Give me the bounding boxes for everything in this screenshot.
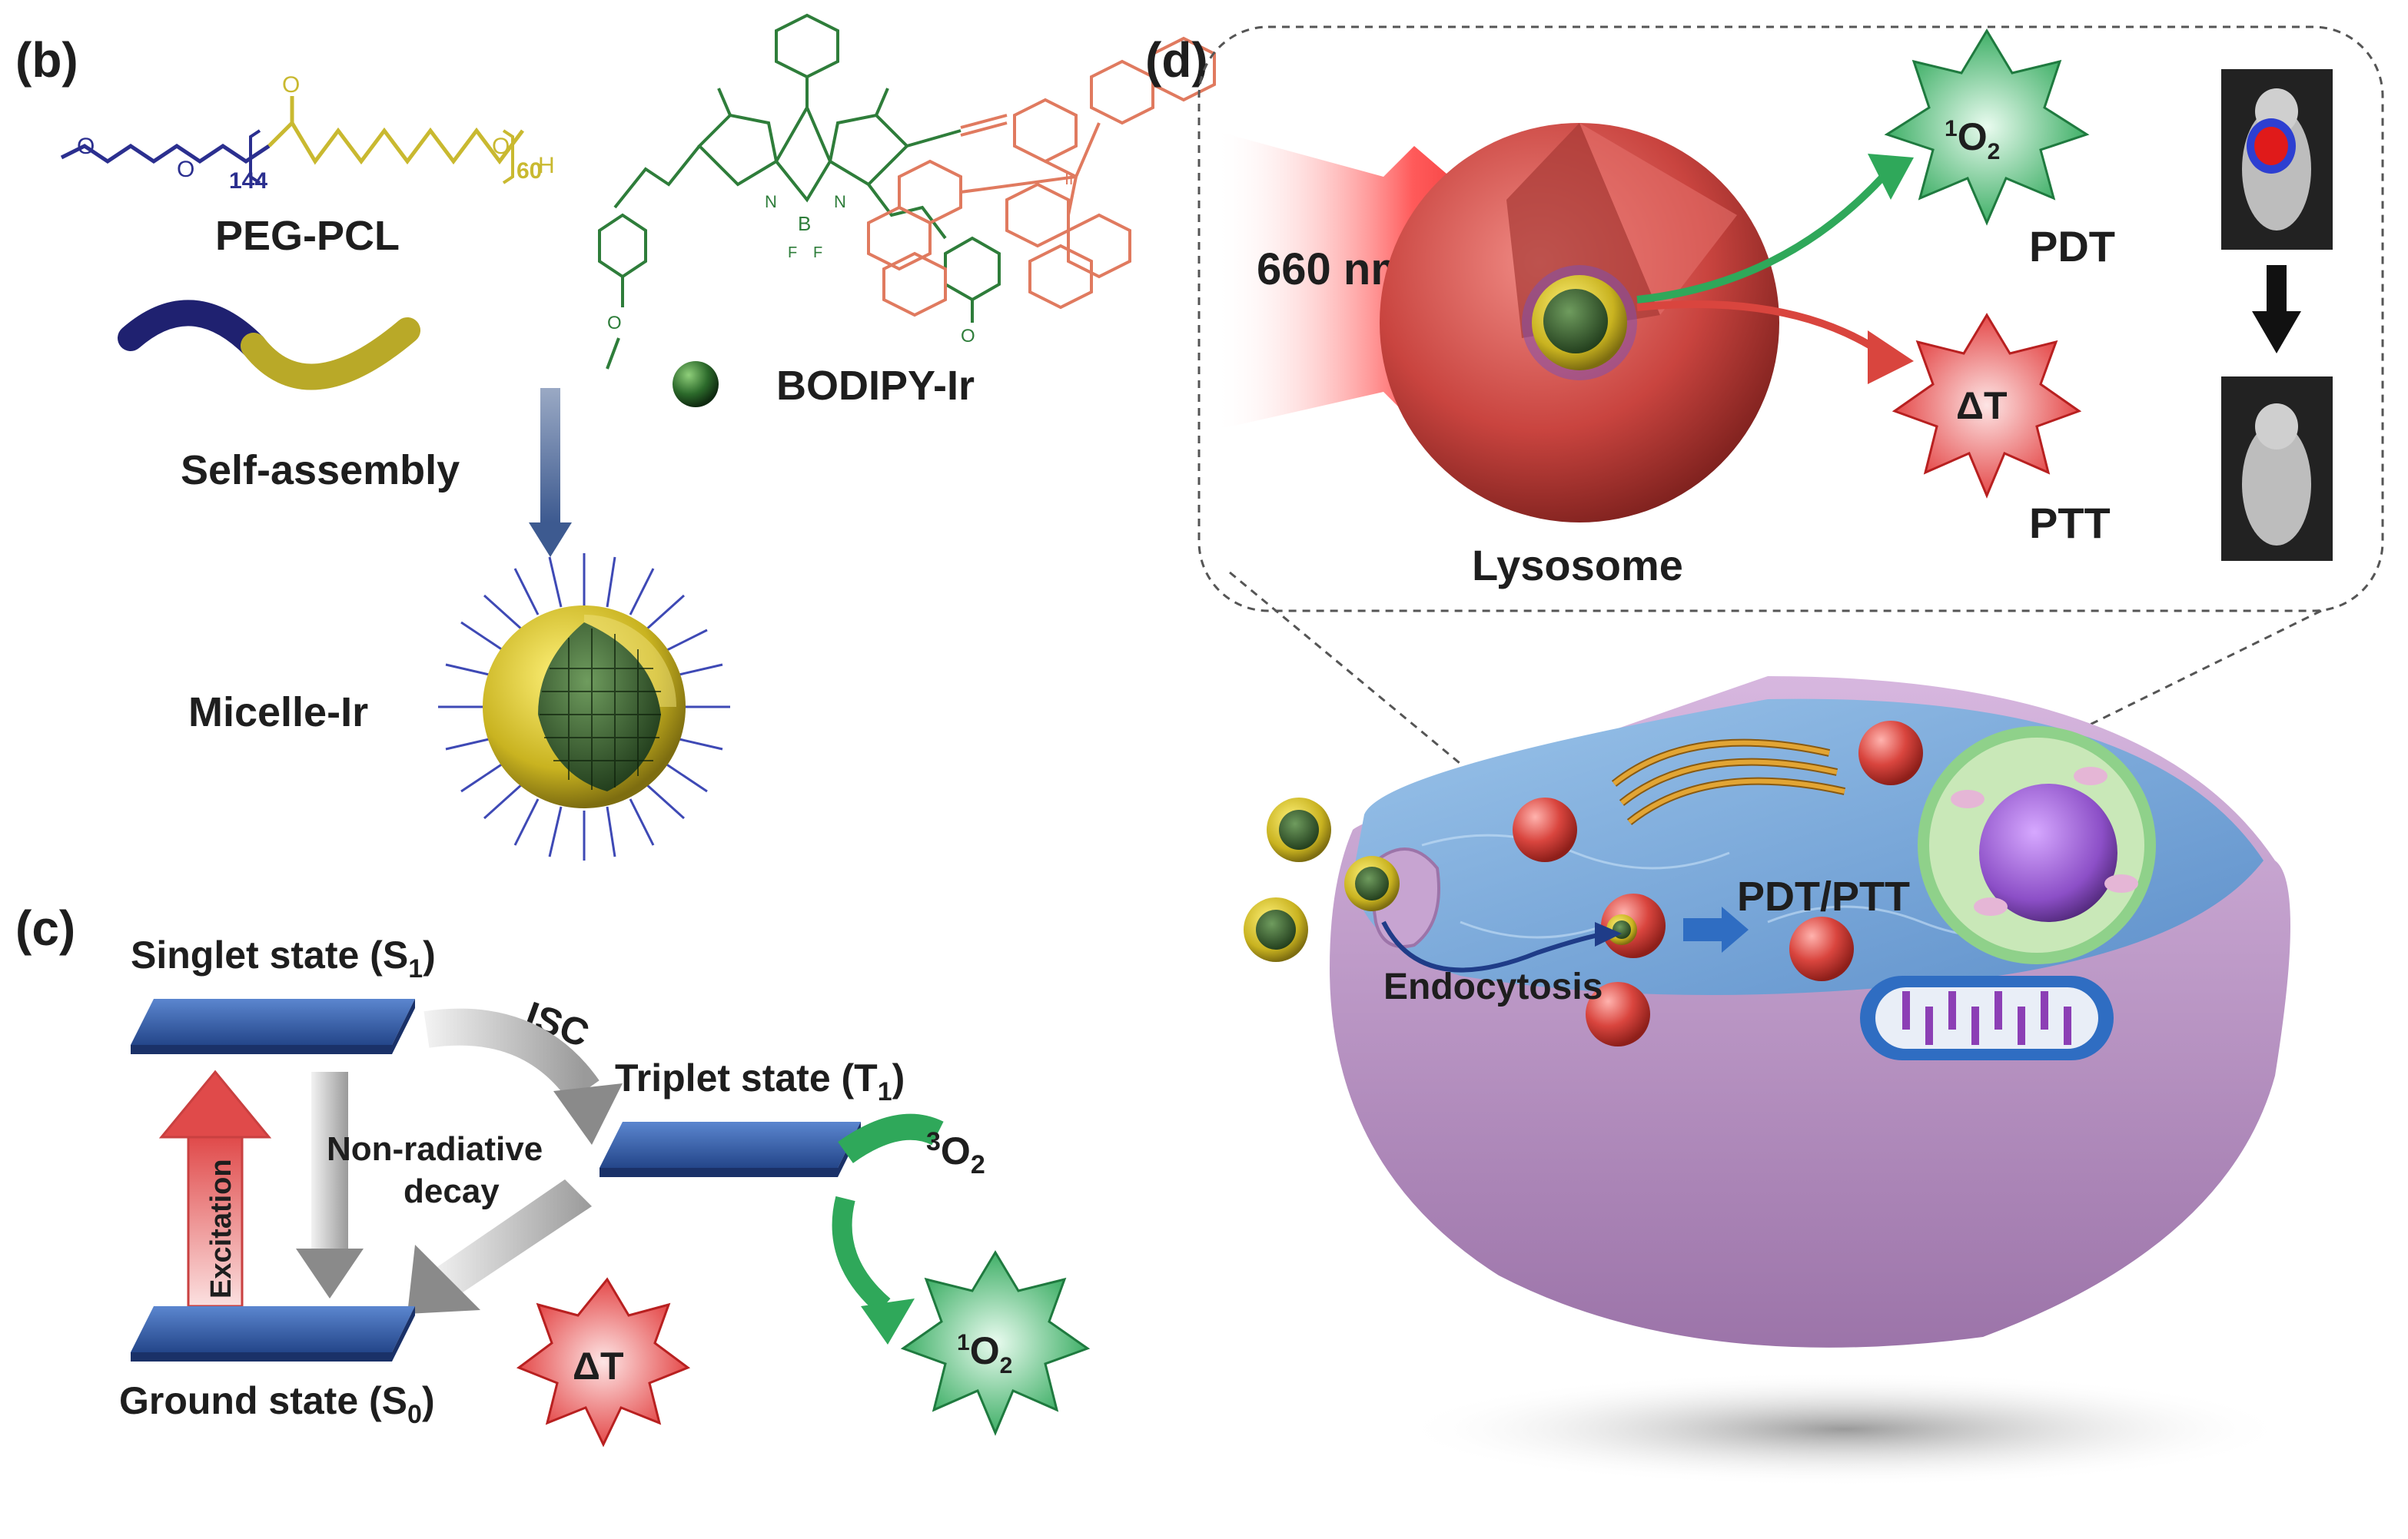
peg-subscript: 144 — [229, 168, 267, 194]
nonradiative-arrow-vertical — [296, 1072, 364, 1299]
cell-shadow — [1399, 1372, 2290, 1487]
pdt-arrow — [1636, 154, 1914, 303]
pdt-label: PDT — [2029, 222, 2115, 270]
svg-text:N: N — [834, 192, 846, 211]
svg-text:O: O — [492, 134, 510, 159]
terminal-h: H — [538, 153, 555, 178]
svg-text:N: N — [765, 192, 777, 211]
isc-arrow — [423, 1008, 623, 1145]
mouse-image-arrow — [2252, 265, 2301, 353]
lysosome-label: Lysosome — [1472, 541, 1683, 589]
triplet-oxygen-label: 3O2 — [926, 1127, 985, 1179]
svg-text:O: O — [77, 134, 95, 159]
micelle-ir-illustration — [438, 553, 730, 861]
heat-label-c: ΔT — [573, 1345, 623, 1388]
nonradiative-label-line2: decay — [404, 1172, 500, 1210]
nonradiative-arrow-diagonal — [407, 1179, 592, 1314]
polymer-chain-cartoon — [118, 300, 420, 390]
svg-text:F: F — [813, 244, 822, 261]
pcl-subscript: 60 — [516, 158, 542, 184]
heat-star-d — [1892, 313, 2082, 499]
svg-text:B: B — [798, 212, 811, 235]
bodipy-ir-label: BODIPY-Ir — [776, 363, 975, 409]
self-assembly-arrow — [529, 388, 572, 557]
ground-state-label: Ground state (S0) — [119, 1379, 435, 1429]
svg-text:Ir: Ir — [1065, 169, 1074, 188]
svg-text:O: O — [282, 72, 300, 98]
nonradiative-label-line1: Non-radiative — [327, 1130, 543, 1168]
ptt-label: PTT — [2029, 499, 2111, 547]
bodipy-ir-structure: B N N F F O O Ir — [598, 13, 1216, 370]
oxygen-conversion-arrow — [832, 1113, 944, 1345]
triplet-state-label: Triplet state (T1) — [615, 1056, 905, 1106]
peg-pcl-structure: O O O O 144 60 H — [60, 72, 555, 194]
singlet-oxygen-label-d: 1O2 — [1945, 115, 2000, 164]
triplet-level — [600, 1122, 861, 1177]
svg-text:O: O — [177, 157, 194, 182]
excitation-label: Excitation — [205, 1159, 237, 1299]
endocytosis-label: Endocytosis — [1383, 967, 1603, 1007]
micelle-ir-label: Micelle-Ir — [188, 689, 368, 735]
lysosome-zoom-callout — [1197, 25, 2384, 612]
svg-text:F: F — [788, 244, 797, 261]
heat-star-c — [516, 1277, 691, 1448]
self-assembly-label: Self-assembly — [181, 447, 460, 493]
peg-pcl-label: PEG-PCL — [215, 213, 400, 259]
panel-label-c: (c) — [15, 901, 75, 956]
mouse-image-before — [2221, 69, 2333, 250]
excitation-arrow — [158, 1070, 272, 1308]
singlet-level — [131, 999, 415, 1054]
ground-level — [131, 1306, 415, 1362]
svg-text:O: O — [607, 313, 622, 333]
bodipy-ir-dye-sphere — [673, 361, 719, 407]
singlet-state-label: Singlet state (S1) — [131, 934, 436, 983]
panel-label-d: (d) — [1145, 32, 1208, 88]
cell-illustration — [1244, 676, 2290, 1487]
svg-text:O: O — [961, 326, 975, 347]
therapy-label: PDT/PTT — [1737, 874, 1910, 920]
lysosome-sphere — [1380, 123, 1779, 522]
singlet-oxygen-label-c: 1O2 — [957, 1329, 1012, 1378]
mouse-image-after — [2221, 376, 2333, 561]
panel-label-b: (b) — [15, 32, 78, 88]
heat-label-d: ΔT — [1956, 384, 2007, 427]
singlet-oxygen-star-d — [1884, 28, 2090, 226]
ptt-arrow — [1636, 300, 1914, 384]
singlet-oxygen-star-c — [900, 1250, 1091, 1436]
